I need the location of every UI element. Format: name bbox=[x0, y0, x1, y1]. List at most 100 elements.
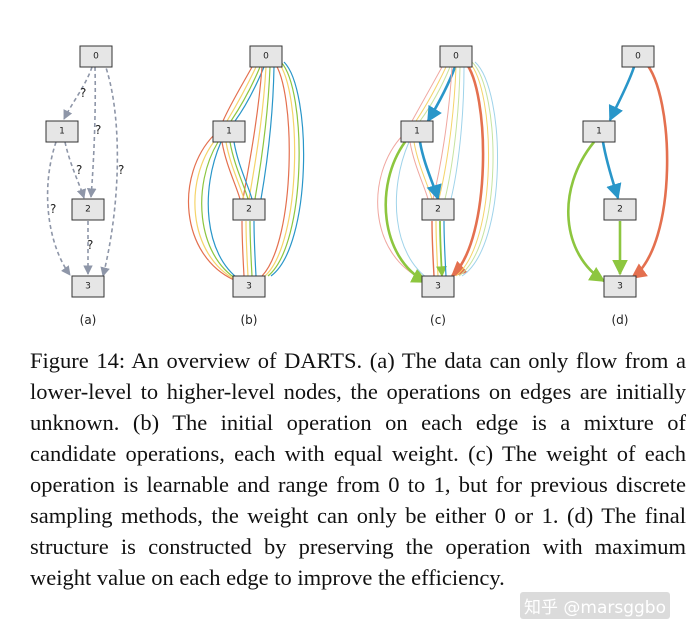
edge-b-1-2-blue bbox=[233, 141, 253, 200]
svg-text:0: 0 bbox=[453, 52, 459, 62]
edges-d bbox=[567, 61, 669, 283]
edges-a bbox=[46, 61, 119, 277]
panel-label-b: (b) bbox=[241, 313, 258, 327]
panel-label-a: (a) bbox=[80, 313, 97, 327]
edge-b-2-3-green bbox=[249, 220, 253, 277]
question-mark-a-0-1: ? bbox=[80, 86, 86, 100]
edge-b-1-2-green bbox=[229, 141, 249, 200]
edge-b-1-2-red bbox=[221, 141, 241, 200]
svg-text:2: 2 bbox=[85, 205, 91, 215]
edge-b-1-3-yellow bbox=[194, 138, 237, 281]
edge-c-1-3-lightblue bbox=[395, 141, 431, 281]
edge-c-0-2-lightgreen bbox=[444, 66, 461, 200]
edges-b bbox=[187, 61, 305, 281]
edge-b-0-2-green bbox=[254, 66, 271, 200]
edge-c-1-2-pink bbox=[409, 141, 429, 200]
edge-d-1-2-blue bbox=[601, 141, 622, 200]
edge-d-0-3-red bbox=[630, 61, 669, 280]
edge-c-0-2-lightblue bbox=[450, 66, 465, 200]
svg-text:0: 0 bbox=[263, 52, 269, 62]
svg-text:1: 1 bbox=[596, 127, 602, 137]
edge-c-0-3-red bbox=[450, 61, 485, 278]
svg-text:1: 1 bbox=[414, 127, 420, 137]
node-d-0: 0 bbox=[621, 45, 655, 68]
edge-b-0-3-red bbox=[261, 61, 290, 277]
question-mark-a-2-3: ? bbox=[87, 238, 93, 252]
question-mark-a-0-2: ? bbox=[95, 123, 101, 137]
panel-d: 0 1 2 3 (d) bbox=[567, 45, 669, 327]
edge-c-0-3-lightgreen bbox=[458, 61, 494, 277]
svg-text:3: 3 bbox=[85, 282, 91, 292]
edge-b-1-3-green bbox=[201, 141, 239, 281]
edge-b-1-3-red bbox=[187, 134, 235, 281]
figure-caption: Figure 14: An overview of DARTS. (a) The… bbox=[30, 348, 686, 590]
edge-b-0-3-yellow bbox=[264, 61, 296, 277]
svg-text:0: 0 bbox=[93, 52, 99, 62]
edges-c bbox=[377, 61, 498, 284]
panel-a: ? ? ? ? ? ? 0 1 2 3 (a) bbox=[45, 45, 124, 327]
edge-b-0-3-blue bbox=[270, 61, 305, 277]
edge-c-2-3-red bbox=[431, 220, 435, 277]
node-b-1: 1 bbox=[212, 120, 246, 143]
edge-a-0-2 bbox=[86, 66, 97, 198]
edge-b-2-3-red bbox=[241, 220, 245, 277]
edge-c-0-3-lightblue bbox=[461, 61, 498, 277]
panel-b: 0 1 2 3 (b) bbox=[187, 45, 305, 327]
edge-b-2-3-yellow bbox=[245, 220, 249, 277]
edge-b-1-2-yellow bbox=[225, 141, 245, 200]
edge-c-1-3-pink bbox=[377, 134, 425, 281]
edge-c-0-1-lightgreen bbox=[419, 66, 451, 122]
edge-c-2-3-green bbox=[436, 220, 447, 278]
edge-d-0-1-blue bbox=[608, 66, 636, 122]
edge-c-0-1-yellow bbox=[415, 66, 447, 122]
edge-b-0-1-green bbox=[230, 66, 261, 122]
node-d-3: 3 bbox=[603, 275, 637, 298]
node-a-0: 0 bbox=[79, 45, 113, 68]
edge-b-0-2-blue bbox=[260, 66, 275, 200]
panel-label-d: (d) bbox=[612, 313, 629, 327]
node-a-1: 1 bbox=[45, 120, 79, 143]
node-c-2: 2 bbox=[421, 198, 455, 221]
edge-a-1-3 bbox=[46, 141, 71, 276]
edge-b-0-3-green bbox=[267, 61, 300, 277]
edge-c-0-1-blue bbox=[426, 66, 457, 123]
node-d-1: 1 bbox=[582, 120, 616, 143]
edge-c-2-3-yellow bbox=[435, 220, 439, 277]
watermark: 知乎 @marsggbo bbox=[520, 592, 671, 619]
panel-c: 0 1 2 3 (c) bbox=[377, 45, 498, 327]
svg-text:0: 0 bbox=[635, 52, 641, 62]
edge-a-0-1 bbox=[63, 66, 93, 120]
edge-c-0-3-yellow bbox=[455, 61, 489, 277]
node-c-0: 0 bbox=[439, 45, 473, 68]
edge-b-2-3-blue bbox=[253, 220, 257, 277]
node-a-2: 2 bbox=[71, 198, 105, 221]
node-d-2: 2 bbox=[603, 198, 637, 221]
edge-a-0-3 bbox=[100, 61, 119, 277]
edge-d-1-3-green bbox=[567, 141, 606, 283]
svg-text:1: 1 bbox=[59, 127, 65, 137]
edge-c-2-3-blue bbox=[443, 220, 447, 277]
darts-diagram: ? ? ? ? ? ? 0 1 2 3 (a) bbox=[45, 45, 669, 327]
edge-b-0-1-yellow bbox=[226, 66, 257, 122]
node-a-3: 3 bbox=[71, 275, 105, 298]
svg-text:3: 3 bbox=[246, 282, 252, 292]
svg-text:1: 1 bbox=[226, 127, 232, 137]
node-b-0: 0 bbox=[249, 45, 283, 68]
node-b-2: 2 bbox=[232, 198, 266, 221]
node-c-1: 1 bbox=[400, 120, 434, 143]
edge-b-0-1-red bbox=[222, 66, 253, 122]
edge-c-1-2-blue bbox=[418, 141, 442, 201]
node-b-3: 3 bbox=[232, 275, 266, 298]
edge-b-0-2-yellow bbox=[248, 66, 267, 200]
question-mark-a-0-3: ? bbox=[118, 163, 124, 177]
panel-label-c: (c) bbox=[430, 313, 446, 327]
edge-b-1-3-blue bbox=[207, 141, 241, 281]
node-c-3: 3 bbox=[421, 275, 455, 298]
edge-c-1-3-green bbox=[384, 141, 428, 284]
question-mark-a-1-3: ? bbox=[50, 202, 56, 216]
svg-text:3: 3 bbox=[435, 282, 441, 292]
question-mark-a-1-2: ? bbox=[76, 163, 82, 177]
svg-text:2: 2 bbox=[617, 205, 623, 215]
edge-c-0-1-pink bbox=[411, 66, 443, 122]
svg-text:2: 2 bbox=[435, 205, 441, 215]
